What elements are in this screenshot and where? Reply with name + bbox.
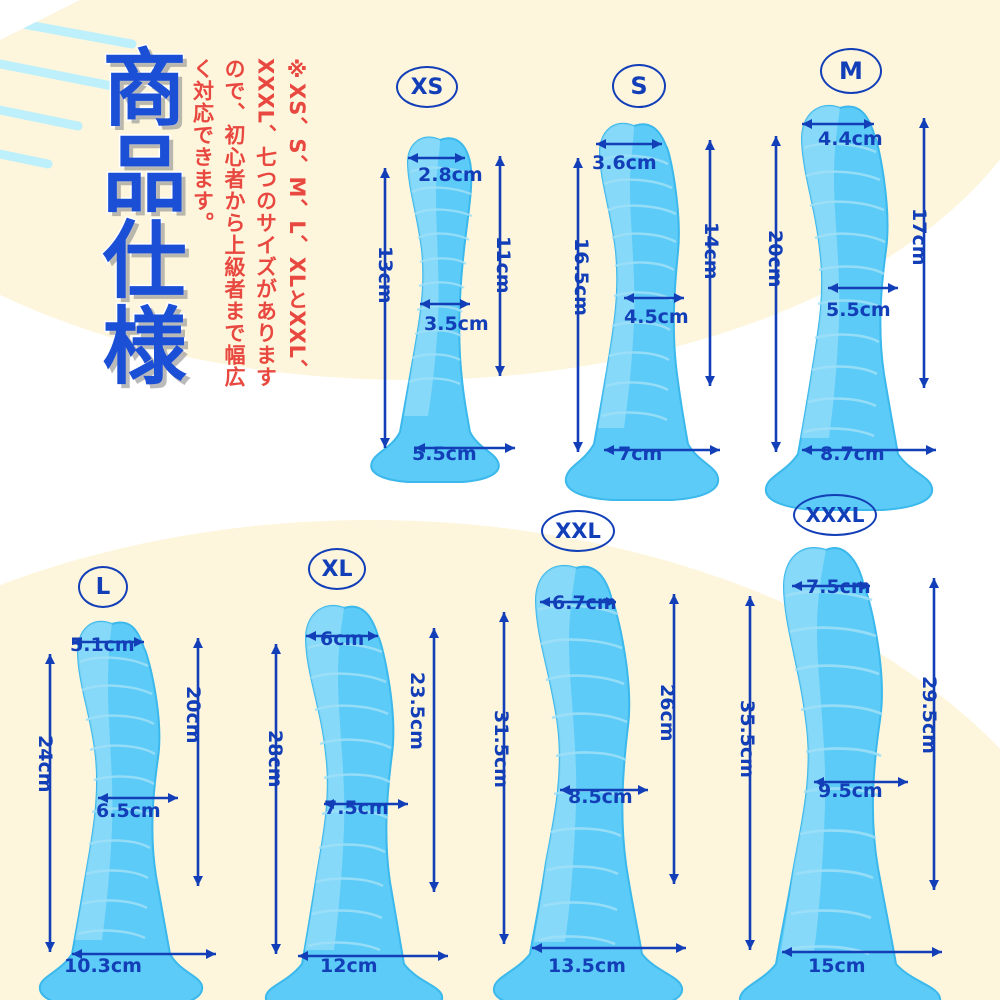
dim-top-width-s: 3.6cm: [592, 152, 657, 174]
dim-arrows-m: [771, 118, 936, 455]
size-badge-l: L: [78, 566, 128, 608]
size-badge-xl: XL: [308, 548, 366, 590]
dim-total-length-xxxl: 35.5cm: [736, 700, 758, 778]
size-badge-xxl: XXL: [541, 510, 615, 552]
dim-base-width-xxxl: 15cm: [808, 955, 866, 977]
dim-base-width-l: 10.3cm: [64, 955, 142, 977]
dim-base-width-m: 8.7cm: [820, 443, 885, 465]
dim-top-width-l: 5.1cm: [70, 634, 135, 656]
dim-arrows-l: [45, 637, 216, 959]
dim-base-width-xxl: 13.5cm: [548, 955, 626, 977]
dim-shaft-width-s: 4.5cm: [624, 306, 689, 328]
dim-top-width-xs: 2.8cm: [418, 164, 483, 186]
dim-base-width-s: 7cm: [618, 443, 663, 465]
size-badge-xs: XS: [396, 66, 458, 108]
dim-insert-length-xl: 23.5cm: [406, 672, 428, 750]
page-title: 商品仕様: [88, 43, 189, 390]
product-illustration-l: [38, 620, 204, 1000]
dim-arrows-xxl: [499, 594, 686, 953]
dim-total-length-s: 16.5cm: [570, 238, 592, 316]
description-text: ※XS、S、M、L、XLとXXL、 XXXL、七つのサイズがあります ので、初心…: [190, 58, 310, 388]
dim-shaft-width-m: 5.5cm: [826, 299, 891, 321]
dim-arrows-s: [573, 139, 720, 455]
product-illustration-xxxl: [738, 547, 942, 1000]
dim-arrows-xxxl: [745, 578, 942, 957]
dim-top-width-m: 4.4cm: [818, 128, 883, 150]
dim-base-width-xl: 12cm: [320, 955, 378, 977]
dim-insert-length-xs: 11cm: [492, 236, 514, 294]
product-illustration-s: [564, 122, 720, 501]
dim-top-width-xl: 6cm: [320, 628, 365, 650]
product-illustration-xxl: [492, 565, 684, 1000]
dim-total-length-xxl: 31.5cm: [490, 710, 512, 788]
dim-arrows-xs: [380, 153, 515, 453]
product-illustration-xs: [370, 136, 500, 483]
dim-insert-length-xxl: 26cm: [656, 684, 678, 742]
dim-shaft-width-xxxl: 9.5cm: [818, 780, 883, 802]
dim-shaft-width-xxl: 8.5cm: [568, 786, 633, 808]
dim-arrows-xl: [271, 628, 448, 961]
dim-shaft-width-xs: 3.5cm: [424, 313, 489, 335]
size-badge-m: M: [820, 48, 882, 94]
size-badge-s: S: [612, 64, 666, 108]
dim-shaft-width-l: 6.5cm: [96, 800, 161, 822]
size-badge-xxxl: XXXL: [793, 494, 877, 536]
dim-shaft-width-xl: 7.5cm: [324, 797, 389, 819]
